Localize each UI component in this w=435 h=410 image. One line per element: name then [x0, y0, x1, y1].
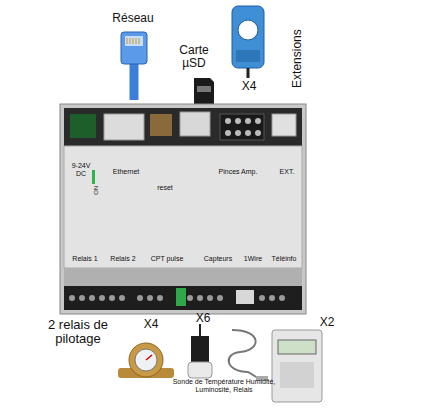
- callout-label: X4: [234, 80, 264, 93]
- callout-label: Réseau: [108, 12, 158, 25]
- panel-marking: Téléinfo: [266, 255, 302, 263]
- callout-label: X6: [188, 312, 218, 325]
- panel-marking: CPT pulse: [144, 255, 190, 263]
- panel-marking: 1Wire: [238, 255, 268, 263]
- humidity-sensor: [188, 324, 212, 378]
- ethernet-cable: [121, 32, 147, 100]
- temperature-probe: [229, 330, 268, 381]
- panel-marking: EXT.: [272, 168, 302, 176]
- callout-label: Sonde de Température Humidité, Luminosit…: [172, 378, 276, 393]
- panel-marking: ON: [93, 178, 100, 202]
- panel-marking: Pinces Amp.: [210, 168, 266, 176]
- callout-label: X2: [312, 316, 342, 329]
- device-housing: [60, 104, 306, 314]
- panel-marking: Relais 1: [66, 255, 104, 263]
- panel-marking: Capteurs: [196, 255, 240, 263]
- water-meter: [118, 343, 174, 378]
- sd-card: [194, 78, 214, 106]
- panel-marking: 9-24V DC: [66, 162, 96, 177]
- electricity-meter: [272, 330, 322, 402]
- current-clamp: [232, 6, 264, 78]
- panel-marking: Ethernet: [106, 168, 146, 176]
- callout-label: Extensions: [291, 19, 304, 99]
- panel-marking: Relais 2: [104, 255, 142, 263]
- callout-label: 2 relais de pilotage: [36, 318, 120, 347]
- callout-label: X4: [136, 318, 166, 331]
- panel-marking: reset: [150, 184, 180, 192]
- callout-label: Carte µSD: [174, 44, 214, 70]
